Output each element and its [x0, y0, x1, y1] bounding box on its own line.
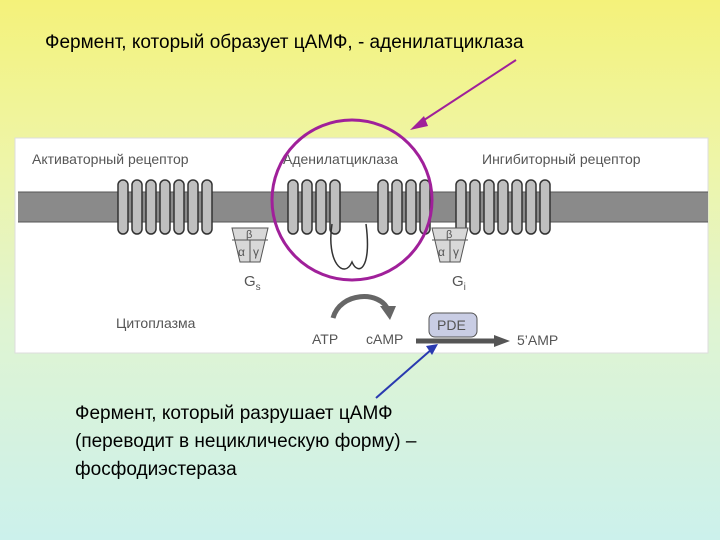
- cyclase-catalytic-loop: [330, 223, 369, 270]
- gs-alpha: α: [238, 245, 245, 259]
- gi-gamma: γ: [453, 245, 459, 259]
- pde-box: [428, 312, 478, 338]
- bottom-caption-line-1: Фермент, который разрушает цАМФ: [75, 403, 393, 424]
- helix-segment: [377, 179, 389, 235]
- helix-segment: [511, 179, 523, 235]
- camp-label: cAMP: [366, 331, 403, 347]
- transmembrane-helices: [117, 179, 551, 235]
- helix-segment: [469, 179, 481, 235]
- atp-label: ATP: [312, 331, 338, 347]
- adenylate-cyclase-label: Аденилатциклаза: [283, 151, 398, 167]
- helix-segment: [497, 179, 509, 235]
- helix-segment: [525, 179, 537, 235]
- pde-label: PDE: [437, 317, 466, 333]
- gi-beta: β: [446, 229, 452, 241]
- gs-gamma: γ: [253, 245, 259, 259]
- helix-segment: [159, 179, 171, 235]
- bottom-caption: Фермент, который разрушает цАМФ (перевод…: [75, 400, 416, 484]
- activator-receptor-label: Активаторный рецептор: [32, 151, 189, 167]
- helix-segment: [391, 179, 403, 235]
- cytoplasm-label: Цитоплазма: [116, 315, 196, 331]
- helix-segment: [145, 179, 157, 235]
- helix-segment: [173, 179, 185, 235]
- helix-segment: [117, 179, 129, 235]
- helix-segment: [131, 179, 143, 235]
- inhibitor-receptor-label: Ингибиторный рецептор: [482, 151, 641, 167]
- helix-segment: [405, 179, 417, 235]
- helix-segment: [315, 179, 327, 235]
- helix-segment: [539, 179, 551, 235]
- bottom-pointer-arrow: [375, 348, 433, 399]
- gi-protein: β α γ Gi: [431, 227, 469, 293]
- helix-segment: [301, 179, 313, 235]
- helix-segment: [187, 179, 199, 235]
- gi-label: Gi: [452, 273, 466, 293]
- gs-beta: β: [246, 229, 252, 241]
- bottom-caption-line-3: фосфодиэстераза: [75, 459, 237, 480]
- helix-segment: [455, 179, 467, 235]
- bottom-caption-line-2: (переводит в нециклическую форму) –: [75, 431, 417, 452]
- helix-segment: [483, 179, 495, 235]
- helix-segment: [287, 179, 299, 235]
- top-pointer-arrow: [417, 59, 517, 125]
- helix-segment: [201, 179, 213, 235]
- amp-label: 5’AMP: [517, 332, 558, 348]
- gs-protein: β α γ Gs: [231, 227, 269, 293]
- gi-alpha: α: [438, 245, 445, 259]
- cyclase-highlight-circle: [270, 118, 434, 282]
- reaction-arrow: [330, 294, 391, 319]
- diagram-panel: [14, 137, 709, 354]
- top-caption: Фермент, который образует цАМФ, - аденил…: [45, 32, 524, 53]
- gs-label: Gs: [244, 273, 261, 293]
- helix-segment: [329, 179, 341, 235]
